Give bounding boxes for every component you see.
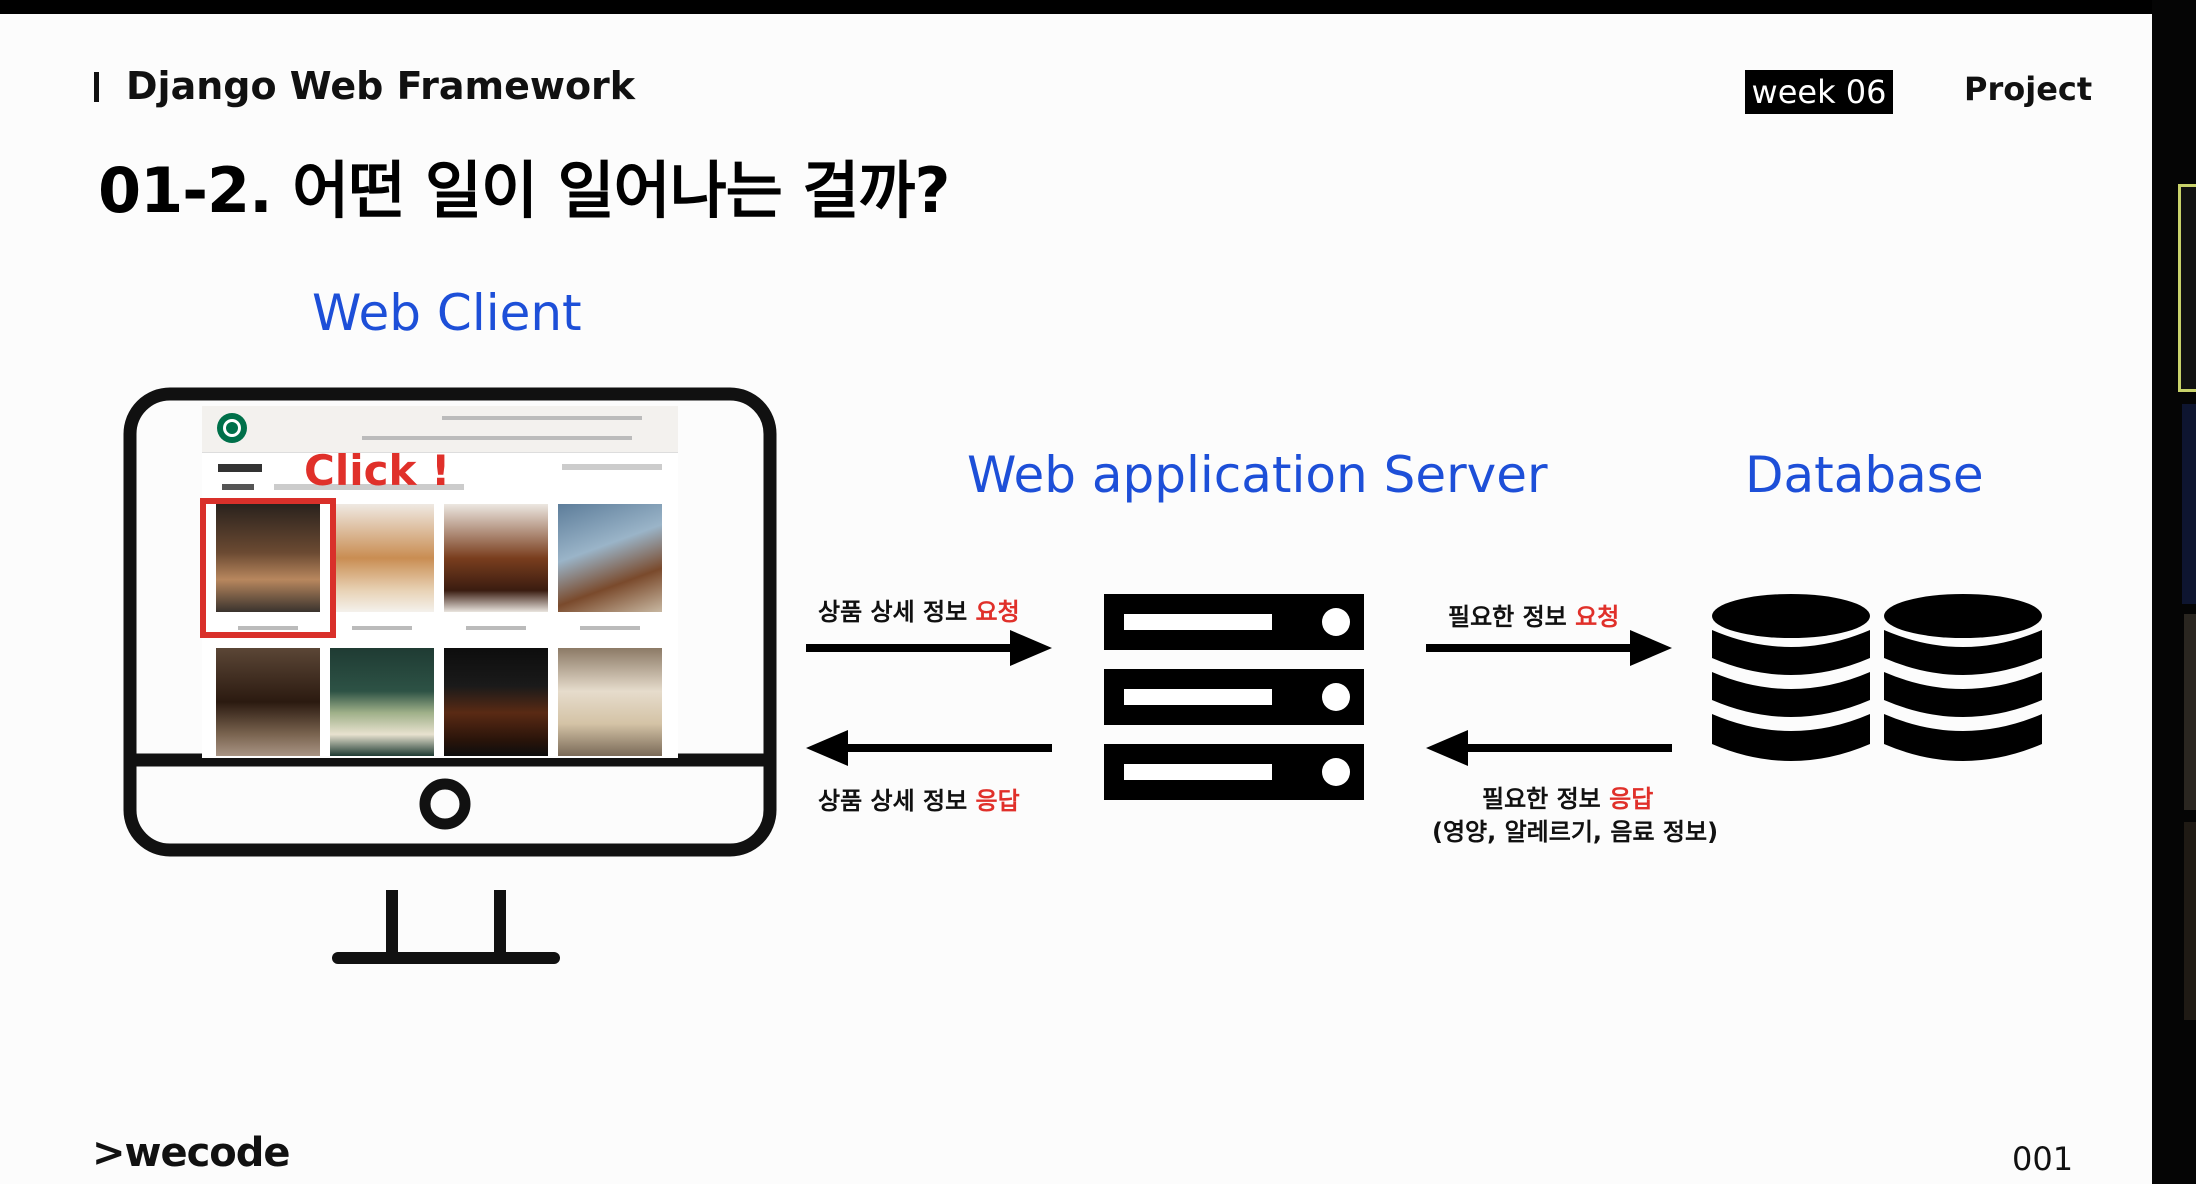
click-label: Click ! [304, 446, 450, 495]
response-label: 상품 상세 정보 응답 [818, 781, 1020, 816]
page-title: 01-2. 어떤 일이 일어나는 걸까? [98, 140, 949, 230]
slide: Django Web Framework 01-2. 어떤 일이 일어나는 걸까… [0, 14, 2152, 1184]
arrow-right-icon [1426, 628, 1672, 668]
starbucks-logo-icon [216, 412, 248, 444]
database-icon [1710, 592, 1872, 776]
top-bar [0, 0, 2196, 14]
server-icon [1104, 594, 1364, 800]
page-number: 001 [2012, 1140, 2073, 1178]
section-title: Django Web Framework [126, 64, 635, 108]
arrow-right-icon [806, 628, 1052, 668]
product-thumbnail [558, 504, 662, 612]
database-label: Database [1745, 446, 1984, 504]
section-marker [94, 72, 99, 102]
server-label: Web application Server [967, 446, 1548, 504]
project-label: Project [1964, 70, 2092, 108]
participant-tile [2178, 184, 2196, 392]
arrow-left-icon [1426, 728, 1672, 768]
request-label: 상품 상세 정보 요청 [818, 592, 1020, 627]
product-thumbnail [444, 648, 548, 756]
db-request-label: 필요한 정보 요청 [1448, 597, 1619, 632]
db-response-label: 필요한 정보 응답 [1482, 779, 1653, 814]
week-badge: week 06 [1745, 70, 1893, 114]
product-thumbnail [558, 648, 662, 756]
product-thumbnail [330, 504, 434, 612]
participant-tile [2184, 614, 2196, 810]
arrow-left-icon [806, 728, 1052, 768]
participant-tile [2182, 404, 2196, 604]
database-icon [1882, 592, 2044, 776]
wecode-logo: >wecode [92, 1130, 290, 1176]
product-thumbnail [216, 648, 320, 756]
db-response-detail: (영양, 알레르기, 음료 정보) [1432, 812, 1718, 847]
product-thumbnail [330, 648, 434, 756]
participant-tile [2184, 822, 2196, 1020]
product-thumbnail [444, 504, 548, 612]
selected-product-highlight [200, 498, 336, 638]
web-client-label: Web Client [312, 284, 582, 342]
